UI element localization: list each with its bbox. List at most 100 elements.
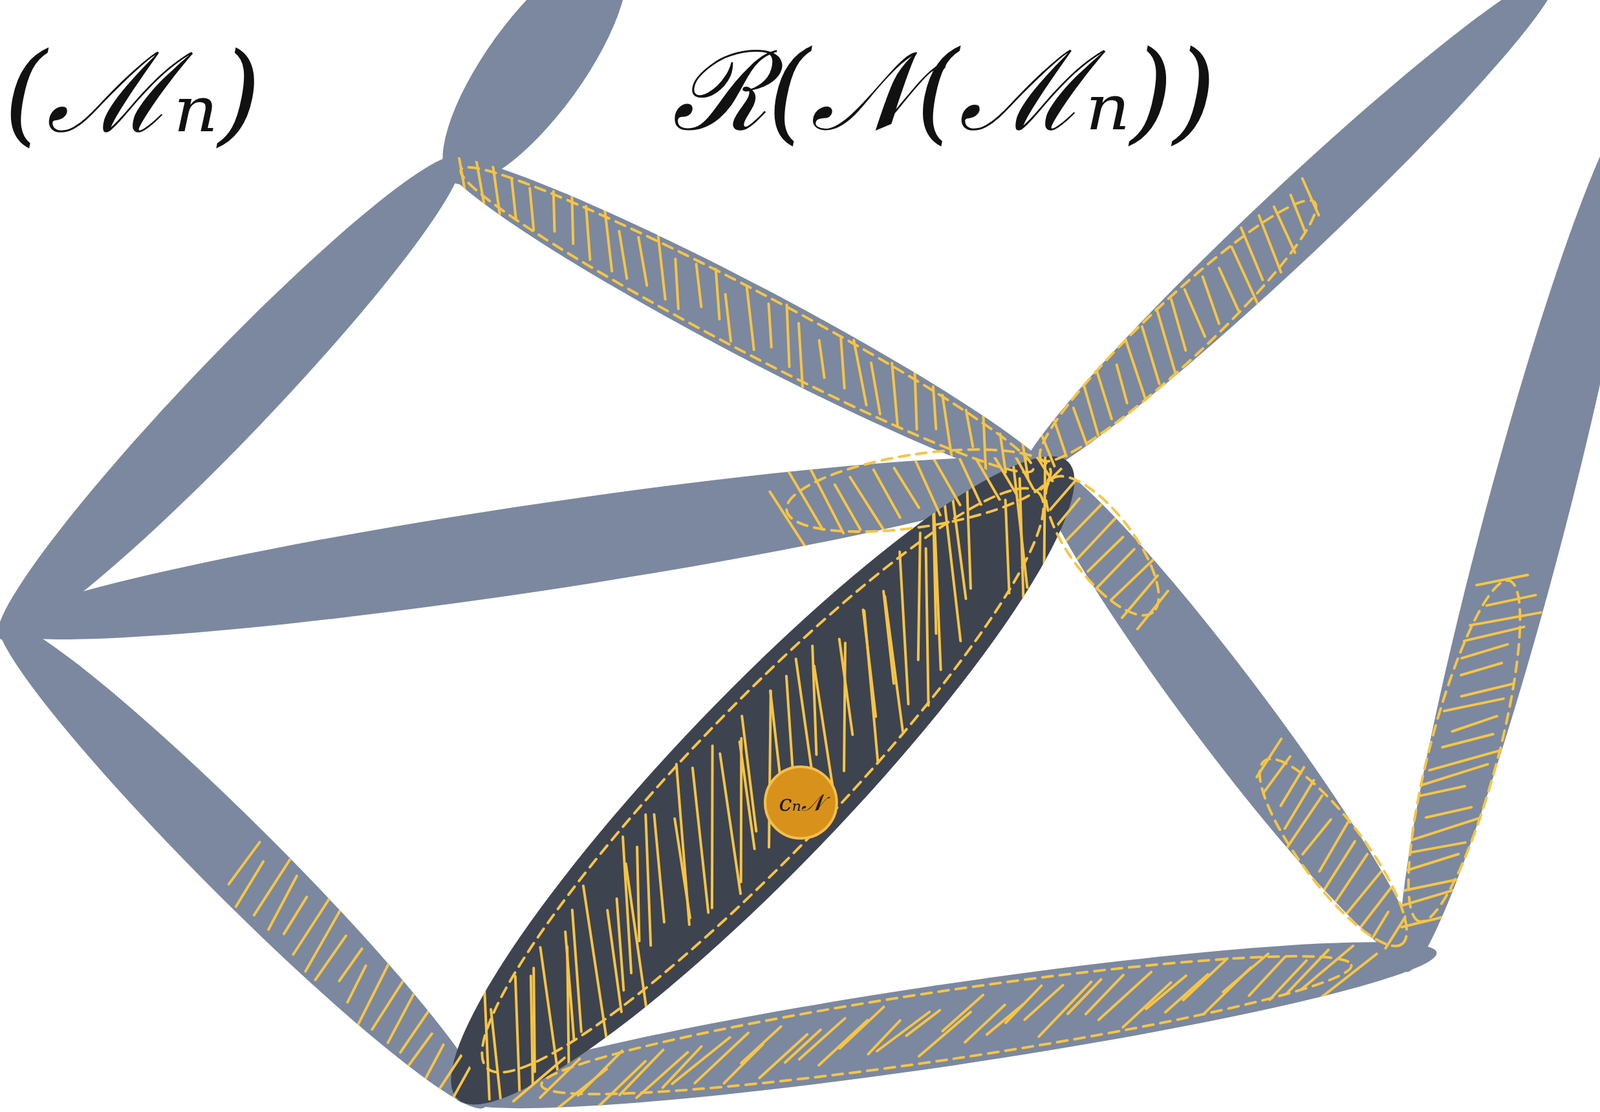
hatch-stroke (899, 552, 909, 705)
hatch-stroke (1464, 627, 1525, 642)
orange-circle-node: cₙ𝒩 (763, 765, 839, 841)
hatch-stroke (933, 499, 937, 634)
hatch-stroke (676, 764, 690, 925)
hatch-stroke (942, 995, 984, 1032)
hatch-stroke (918, 1012, 971, 1057)
hatch-stroke (769, 491, 805, 546)
hatch-stroke (1461, 684, 1514, 697)
hatch-stroke (798, 323, 803, 388)
hatch-stroke (1048, 475, 1080, 512)
hatch-group (1383, 574, 1542, 928)
hatch-group (513, 946, 1377, 1110)
hatch-group (484, 435, 1046, 1112)
hatch-stroke (926, 548, 929, 706)
hatch-stroke (1183, 959, 1228, 1001)
hatch-stroke (1165, 974, 1209, 1013)
hatch-stroke (1038, 982, 1092, 1038)
hatch-stroke (515, 976, 521, 1112)
hatch-stroke (741, 716, 757, 832)
hatch-stroke (236, 861, 264, 907)
hatch-stroke (818, 1020, 868, 1066)
hatch-stroke (1395, 877, 1469, 894)
hatch-stroke (553, 191, 555, 232)
hatch-stroke (863, 609, 877, 717)
hatch-stroke (1420, 786, 1465, 797)
hatching (228, 140, 1543, 1112)
hatch-stroke (839, 638, 854, 735)
math-label: (ℳₙ) (3, 30, 262, 158)
hatch-stroke (347, 966, 366, 1004)
hatch-stroke (1083, 386, 1099, 436)
dashed-outline (1020, 180, 1335, 482)
hatch-stroke (1321, 953, 1377, 998)
circle-label: cₙ𝒩 (763, 765, 839, 841)
hatch-stroke (1142, 326, 1160, 385)
hatch-stroke (787, 468, 823, 530)
hatch-stroke (696, 263, 702, 307)
hatch-stroke (1476, 574, 1528, 586)
hatch-stroke (1302, 820, 1331, 855)
hatch-stroke (1098, 972, 1152, 1020)
hatch-stroke (1409, 842, 1466, 854)
hatch-stroke (1096, 371, 1112, 420)
hatch-stroke (715, 269, 720, 320)
hatch-stroke (338, 948, 362, 982)
hatch-stroke (951, 492, 967, 599)
hatch-stroke (839, 1006, 884, 1049)
hatch-stroke (1137, 591, 1168, 630)
hatch-stroke (1460, 662, 1502, 676)
hatch-stroke (1444, 699, 1504, 712)
hatch-stroke (572, 909, 582, 1032)
dashed-outline (536, 931, 1357, 1112)
hatch-stroke (1005, 499, 1010, 594)
hatch-stroke (638, 237, 647, 286)
hatch-stroke (1005, 986, 1042, 1024)
hatch-stroke (315, 935, 346, 980)
hatch-stroke (533, 968, 535, 1072)
hatch-stroke (966, 474, 971, 589)
hatch-stroke (983, 412, 986, 475)
hatch-stroke (254, 860, 290, 916)
hatch-stroke (1089, 549, 1135, 595)
hatch-stroke (1171, 299, 1186, 351)
hatch-stroke (871, 362, 881, 414)
grey-band (426, 128, 1075, 515)
hatch-stroke (1202, 276, 1220, 325)
hatch-stroke (1024, 985, 1063, 1020)
hatch-stroke (511, 179, 516, 219)
hatch-stroke (424, 1045, 444, 1082)
hatch-stroke (914, 368, 917, 430)
hatch-stroke (585, 206, 590, 260)
hatch-stroke (819, 340, 825, 378)
hatch-stroke (799, 1018, 846, 1060)
hatch-stroke (812, 646, 817, 755)
hatch-stroke (675, 259, 679, 310)
hatch-stroke (1417, 764, 1488, 787)
hatch-stroke (710, 746, 714, 909)
dashed-outline (446, 142, 1048, 497)
hatch-stroke (746, 287, 755, 350)
hatch-stroke (1122, 983, 1171, 1028)
hatch-stroke (616, 898, 625, 991)
hatch-group (1030, 464, 1168, 630)
dashed-outline (781, 435, 1057, 548)
hatch-stroke (1470, 612, 1542, 626)
hatch-stroke (918, 532, 921, 661)
hatch-stroke (1426, 807, 1472, 819)
hatch-stroke (653, 814, 664, 923)
hatch-stroke (1116, 364, 1128, 403)
hatch-stroke (1067, 979, 1102, 1015)
hatch-stroke (1053, 498, 1080, 530)
hatch-stroke (1111, 554, 1159, 601)
hatch-stroke (1259, 215, 1282, 273)
hatch-stroke (876, 1012, 930, 1052)
dashed-outline (434, 442, 1092, 1112)
hatch-stroke (906, 1010, 941, 1037)
math-label: ℛ(𝒩(ℳₙ)) (671, 28, 1216, 156)
hatch-stroke (490, 1009, 506, 1112)
hatch-stroke (388, 994, 414, 1044)
hatch-stroke (843, 642, 846, 771)
